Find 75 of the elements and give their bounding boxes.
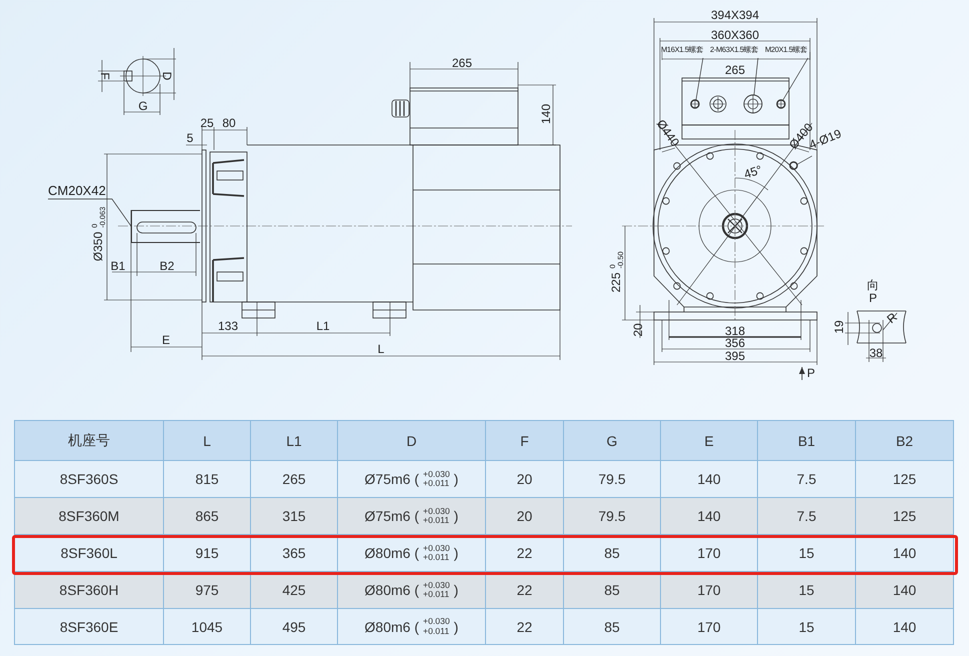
table-cell: Ø80m6 ( $^{+0.030}$$_{+0.011}$ ) [337, 608, 486, 645]
header-cell: F [485, 420, 564, 461]
table-cell: 8SF360S [14, 460, 164, 498]
dimension-label: 5 [186, 132, 194, 144]
mounting-hole [789, 161, 799, 171]
table-cell: 22 [485, 608, 564, 645]
table-cell: 1045 [163, 608, 251, 645]
dimension-label: 265 [452, 57, 472, 69]
dimension-label: 19 [833, 320, 845, 334]
table-cell: 140 [855, 608, 954, 645]
leader-line [796, 156, 812, 165]
header-cell: D [337, 420, 486, 461]
table-cell: Ø75m6 ( $^{+0.030}$$_{+0.011}$ ) [337, 497, 486, 535]
table-cell: 140 [660, 460, 758, 498]
table-cell: 140 [660, 497, 758, 535]
table-cell: 170 [660, 608, 758, 645]
dimension-label: 25 [200, 117, 214, 129]
table-cell: 7.5 [757, 497, 856, 535]
dimension-label: P [869, 292, 877, 304]
dimension-label: 20 [632, 323, 644, 337]
dimension-label: B2 [160, 260, 174, 272]
dimension-label: P [807, 367, 815, 379]
dimension-label: F [99, 72, 111, 80]
shaft-end [131, 210, 200, 243]
table-cell: 15 [757, 608, 856, 645]
dimension-label: 360X360 [710, 29, 760, 41]
leader-line [754, 58, 758, 96]
header-cell: L1 [250, 420, 338, 461]
table-cell: 495 [250, 608, 338, 645]
dimension-label: B1 [110, 260, 126, 272]
dimension-label: 133 [218, 320, 238, 332]
header-cell: B1 [757, 420, 856, 461]
table-cell: 125 [855, 497, 954, 535]
dimension-label: 265 [724, 64, 746, 76]
table-cell: 79.5 [563, 497, 661, 535]
leader-line [48, 198, 132, 226]
cable-gland [690, 99, 700, 109]
leader-label: CM20X42 [48, 184, 106, 197]
dimension-label: 394X394 [710, 9, 760, 21]
table-cell: 125 [855, 460, 954, 498]
table-cell: 865 [163, 497, 251, 535]
dimension-label: 356 [724, 337, 746, 349]
table-cell: 315 [250, 497, 338, 535]
table-cell: 20 [485, 460, 564, 498]
dimension-label: E [162, 334, 170, 346]
header-cell: 机座号 [14, 420, 164, 461]
table-cell: 8SF360M [14, 497, 164, 535]
header-cell: B2 [855, 420, 954, 461]
dimension-label: L1 [316, 320, 330, 332]
table-cell: 7.5 [757, 460, 856, 498]
dimension-label: D [161, 72, 173, 80]
table-cell: 8SF360E [14, 608, 164, 645]
table-cell: 265 [250, 460, 338, 498]
cable-gland [743, 94, 763, 114]
dimension-label: L [378, 343, 384, 355]
dimension-label: 38 [869, 347, 883, 359]
header-cell: G [563, 420, 661, 461]
dimension-label: G [138, 100, 148, 112]
dimension-label: 318 [724, 325, 746, 337]
cable-gland [776, 99, 786, 109]
dimension-label: 395 [724, 350, 746, 362]
dimension-label: 80 [222, 117, 236, 129]
table-cell: 815 [163, 460, 251, 498]
table-cell: Ø75m6 ( $^{+0.030}$$_{+0.011}$ ) [337, 460, 486, 498]
table-cell: 79.5 [563, 460, 661, 498]
table-cell: 20 [485, 497, 564, 535]
leader-line [696, 58, 704, 100]
dimension-label: 140 [540, 104, 552, 124]
dimension-label: 向 [867, 279, 879, 291]
leader-line [782, 58, 808, 100]
header-cell: L [163, 420, 251, 461]
header-cell: E [660, 420, 758, 461]
dimension-label: 45° [742, 164, 764, 180]
dimension-label: R [884, 310, 900, 326]
table-cell: 85 [563, 608, 661, 645]
